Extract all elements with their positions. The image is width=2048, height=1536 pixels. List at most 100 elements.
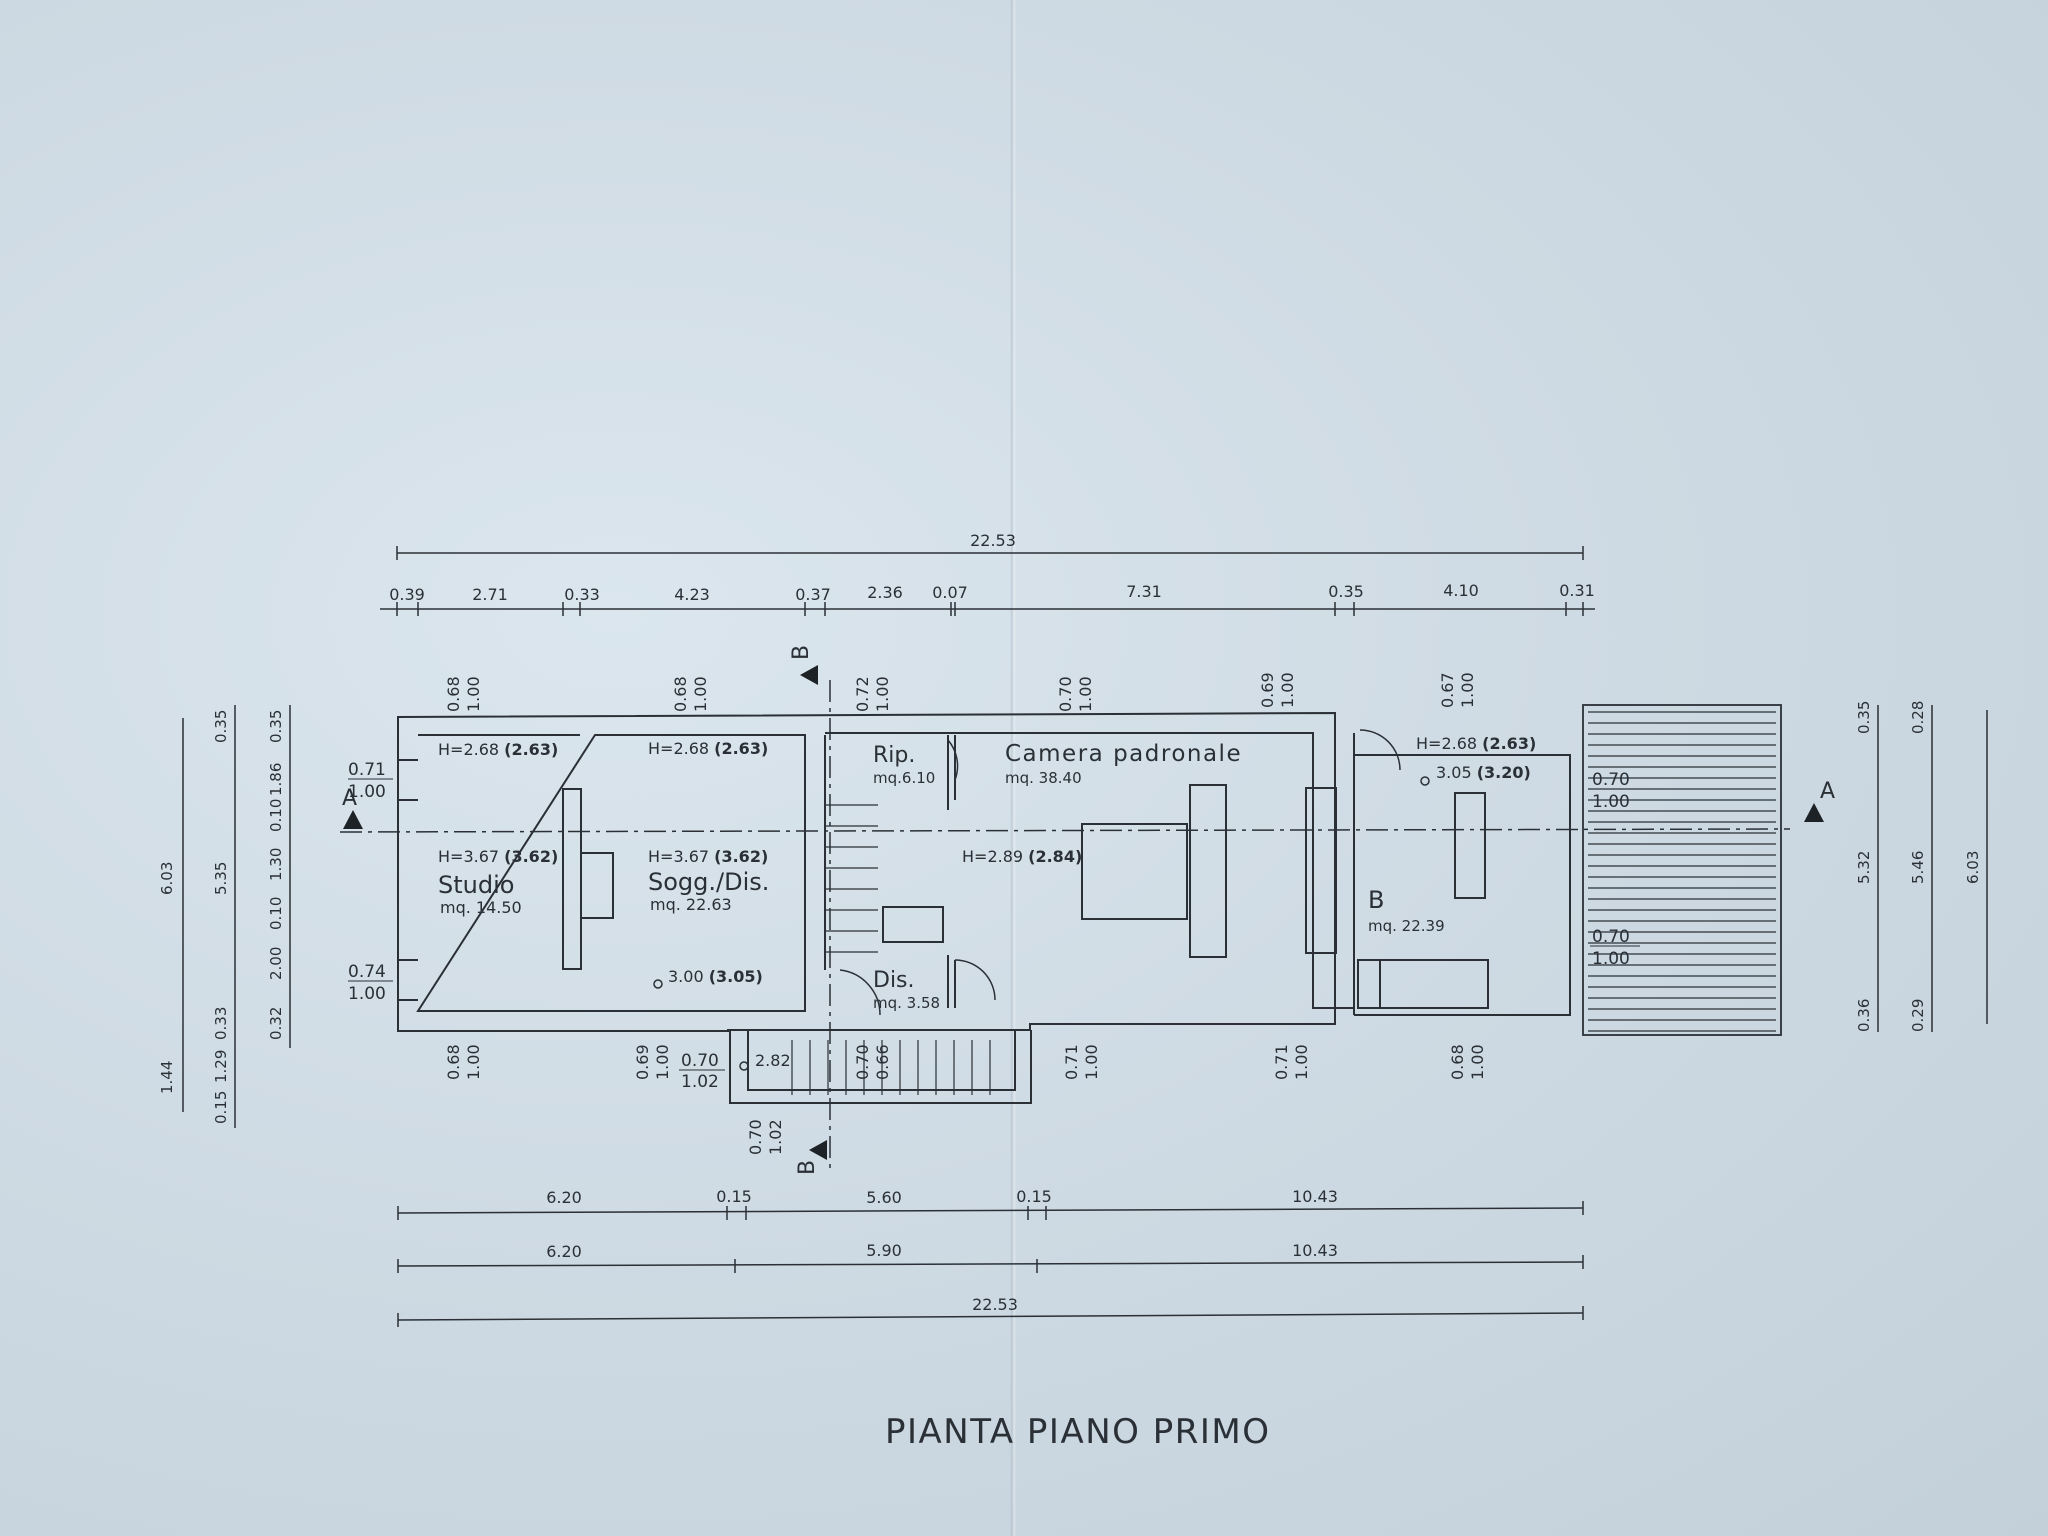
- top-seg-4: 4.23: [674, 585, 710, 604]
- svg-text:0.68: 0.68: [444, 676, 463, 712]
- sogg-area: mq. 22.63: [650, 895, 732, 914]
- svg-text:H=3.67 (3.62): H=3.67 (3.62): [648, 847, 768, 866]
- studio-h-mid-b: (3.62): [504, 847, 558, 866]
- stair-level-text: 2.82: [755, 1051, 791, 1070]
- svg-text:1.00: 1.00: [1076, 676, 1095, 712]
- section-a-left-arrow: [343, 810, 363, 829]
- svg-text:0.69: 0.69: [1258, 672, 1277, 708]
- top-seg-10: 4.10: [1443, 581, 1479, 600]
- top-seg-11: 0.31: [1559, 581, 1595, 600]
- building-walls: [397, 711, 1571, 1104]
- terrace-hatch: [1588, 711, 1776, 1032]
- bagno-h: H=2.68: [1416, 734, 1477, 753]
- sogg-h-top: H=2.68: [648, 739, 709, 758]
- opening-labels-side: 0.71 1.00 0.74 1.00 0.70 1.00 0.70 1.00 …: [348, 760, 1640, 1092]
- svg-text:6.03: 6.03: [158, 862, 176, 895]
- studio-h-top: H=2.68: [438, 740, 499, 759]
- svg-text:0.10: 0.10: [267, 897, 285, 930]
- paper-fold: [1010, 0, 1016, 1536]
- room-camera: Camera padronale mq. 38.40 H=2.89 (2.84): [962, 741, 1242, 866]
- svg-text:0.68: 0.68: [444, 1044, 463, 1080]
- camera-area: mq. 38.40: [1005, 769, 1082, 787]
- svg-text:5.46: 5.46: [1909, 851, 1927, 884]
- top-dimensions: 22.53 0.39 2.71 0.33 4.23 0.37 2.36 0.07…: [380, 531, 1595, 616]
- svg-text:0.74: 0.74: [348, 962, 386, 982]
- svg-text:0.70: 0.70: [1056, 676, 1075, 712]
- svg-text:0.36: 0.36: [1855, 999, 1873, 1032]
- svg-text:1.00: 1.00: [348, 984, 386, 1004]
- section-b-bottom-label: B: [795, 1160, 820, 1175]
- svg-text:2.00: 2.00: [267, 947, 285, 980]
- svg-text:0.68: 0.68: [671, 676, 690, 712]
- section-a-right-arrow: [1804, 803, 1824, 822]
- svg-text:5.32: 5.32: [1855, 851, 1873, 884]
- svg-text:1.00: 1.00: [464, 1044, 483, 1080]
- svg-text:H=2.68 (2.63): H=2.68 (2.63): [438, 740, 558, 759]
- svg-text:1.86: 1.86: [267, 763, 285, 796]
- svg-text:1.30: 1.30: [267, 848, 285, 881]
- svg-text:0.70: 0.70: [746, 1119, 765, 1155]
- dis-area: mq. 3.58: [873, 994, 940, 1012]
- svg-text:5.90: 5.90: [866, 1241, 902, 1260]
- svg-text:0.15: 0.15: [212, 1091, 230, 1124]
- svg-text:0.15: 0.15: [716, 1187, 752, 1206]
- svg-text:0.70: 0.70: [681, 1051, 719, 1071]
- terrace-outline: [1582, 704, 1782, 1036]
- svg-text:0.29: 0.29: [1909, 999, 1927, 1032]
- bagno-level: 3.05: [1436, 763, 1472, 782]
- svg-text:H=2.89 (2.84): H=2.89 (2.84): [962, 847, 1082, 866]
- svg-text:1.00: 1.00: [1292, 1044, 1311, 1080]
- section-a-right-label: A: [1820, 779, 1835, 804]
- svg-text:3.00 (3.05): 3.00 (3.05): [668, 967, 763, 986]
- svg-text:10.43: 10.43: [1292, 1241, 1338, 1260]
- drawing-title: PIANTA PIANO PRIMO: [885, 1412, 1270, 1452]
- svg-text:22.53: 22.53: [972, 1295, 1018, 1314]
- left-dimensions: 6.03 1.44 0.35 5.35 0.15 1.29 0.33 0.35 …: [158, 705, 291, 1128]
- top-seg-7: 0.07: [932, 583, 968, 602]
- svg-text:3.05 (3.20): 3.05 (3.20): [1436, 763, 1531, 782]
- svg-text:0.35: 0.35: [212, 710, 230, 743]
- sogg-h-mid: H=3.67: [648, 847, 709, 866]
- svg-text:0.71: 0.71: [348, 760, 386, 780]
- svg-text:1.44: 1.44: [158, 1061, 176, 1094]
- top-seg-3: 0.33: [564, 585, 600, 604]
- room-bagno: H=2.68 (2.63) 3.05 (3.20) B mq. 22.39: [1368, 734, 1536, 935]
- svg-text:1.00: 1.00: [348, 782, 386, 802]
- top-seg-2: 2.71: [472, 585, 508, 604]
- sogg-name: Sogg./Dis.: [648, 868, 769, 896]
- camera-name: Camera padronale: [1005, 741, 1242, 767]
- bagno-area: mq. 22.39: [1368, 917, 1445, 935]
- svg-text:1.00: 1.00: [1592, 949, 1630, 969]
- svg-text:1.00: 1.00: [1458, 672, 1477, 708]
- svg-text:0.72: 0.72: [853, 676, 872, 712]
- svg-text:5.35: 5.35: [212, 862, 230, 895]
- svg-text:5.60: 5.60: [866, 1188, 902, 1207]
- section-line-a: [339, 828, 1791, 833]
- top-seg-1: 0.39: [389, 585, 425, 604]
- studio-h-top-b: (2.63): [504, 740, 558, 759]
- svg-text:0.35: 0.35: [1855, 701, 1873, 734]
- camera-h-b: (2.84): [1028, 847, 1082, 866]
- svg-text:0.32: 0.32: [267, 1007, 285, 1040]
- opening-labels-top: 0.68 1.00 0.68 1.00 0.72 1.00 0.70 1.00 …: [444, 672, 1477, 712]
- top-seg-8: 7.31: [1126, 582, 1162, 601]
- svg-text:1.02: 1.02: [766, 1119, 785, 1155]
- svg-text:1.00: 1.00: [464, 676, 483, 712]
- sogg-h-top-b: (2.63): [714, 739, 768, 758]
- svg-text:0.33: 0.33: [212, 1007, 230, 1040]
- svg-text:0.10: 0.10: [267, 799, 285, 832]
- svg-text:0.15: 0.15: [1016, 1187, 1052, 1206]
- svg-text:1.29: 1.29: [212, 1050, 230, 1083]
- svg-text:6.20: 6.20: [546, 1242, 582, 1261]
- top-seg-9: 0.35: [1328, 582, 1364, 601]
- room-disimpegno: Dis. mq. 3.58: [873, 968, 940, 1012]
- svg-text:0.67: 0.67: [1438, 672, 1457, 708]
- section-b-top-arrow: [800, 665, 818, 685]
- sogg-h-mid-b: (3.62): [714, 847, 768, 866]
- svg-text:1.00: 1.00: [1468, 1044, 1487, 1080]
- rip-area: mq.6.10: [873, 769, 935, 787]
- svg-text:0.28: 0.28: [1909, 701, 1927, 734]
- svg-text:1.00: 1.00: [1592, 792, 1630, 812]
